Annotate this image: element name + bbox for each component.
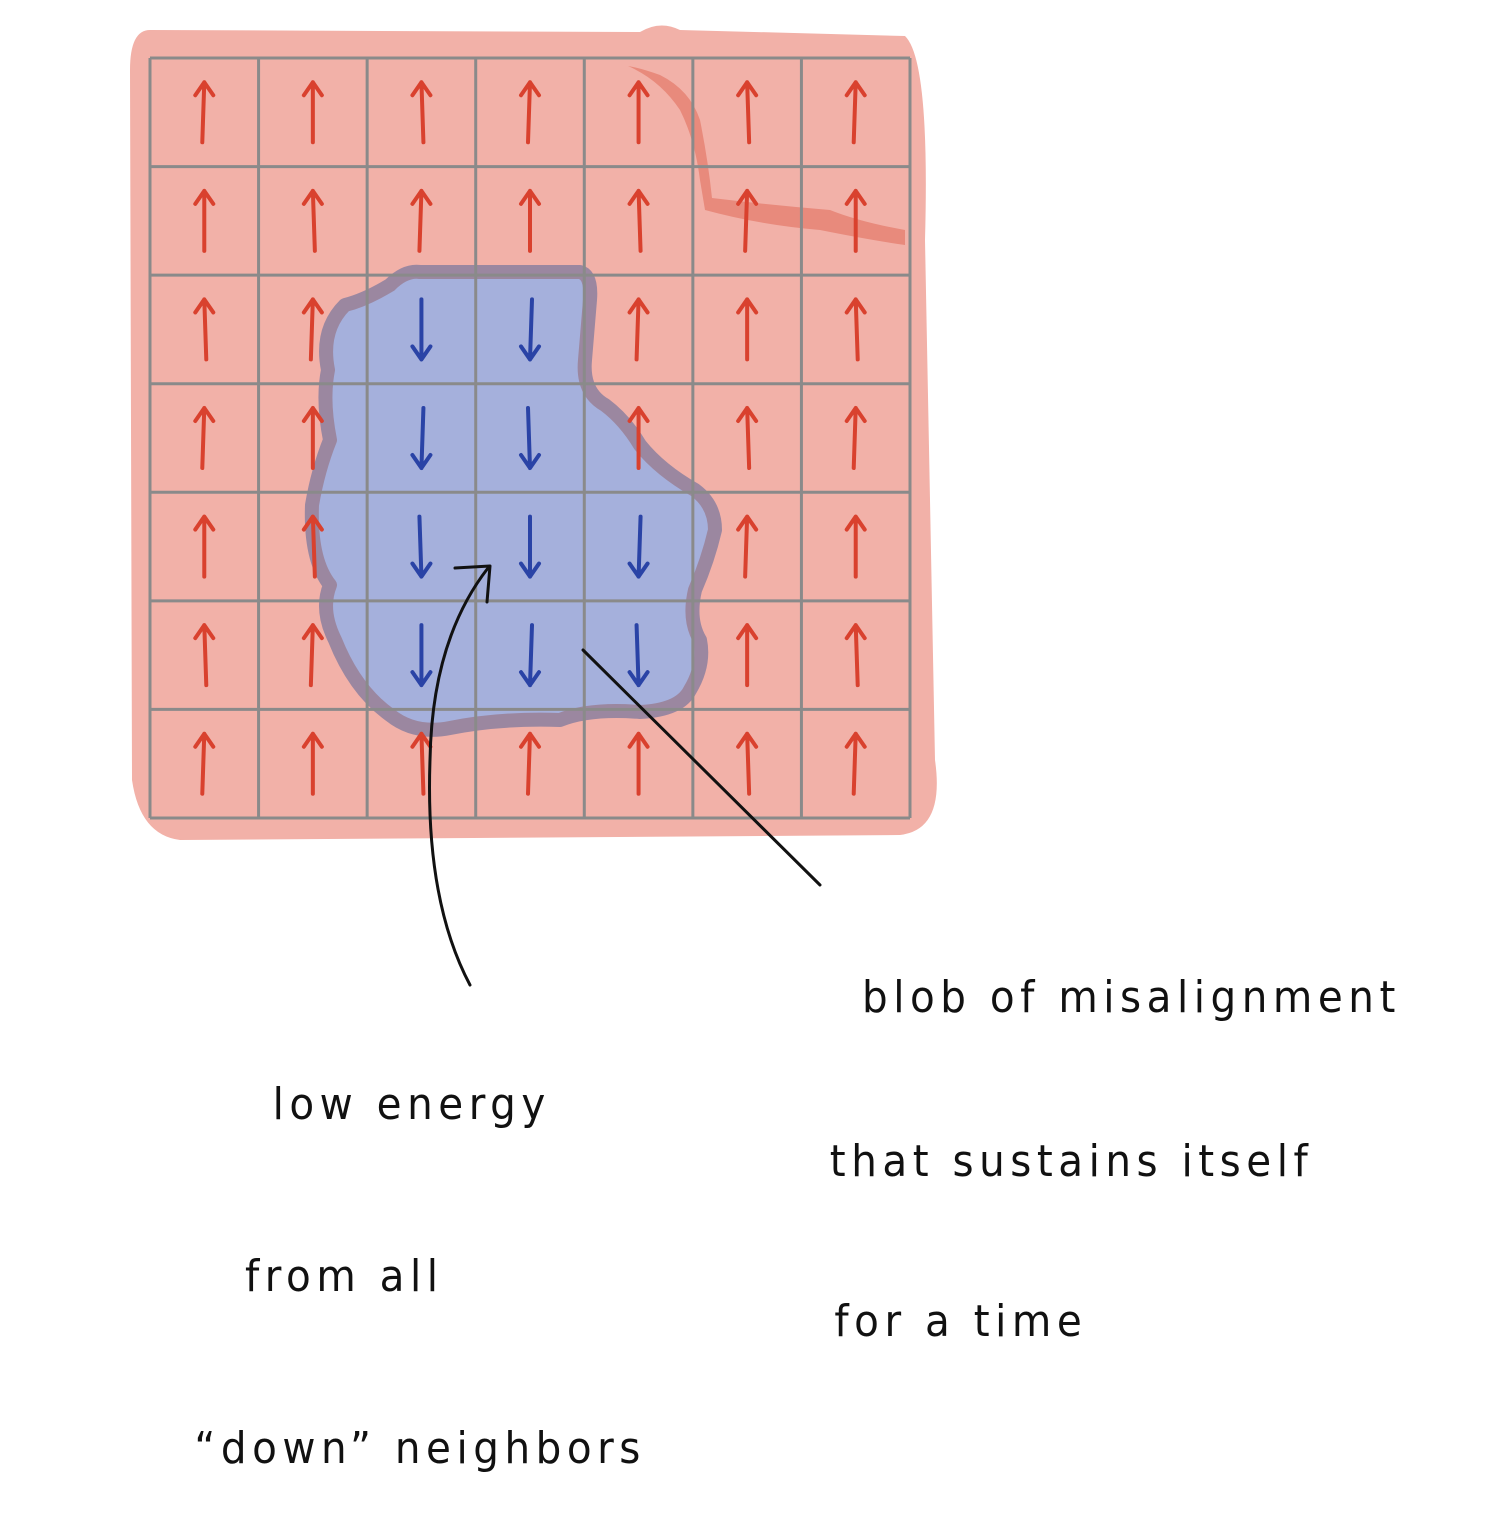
spin-up-arrow: [844, 297, 867, 362]
spin-up-arrow: [627, 406, 650, 470]
low-energy-pointer: [428, 566, 490, 987]
low-energy-pointer-head: [453, 564, 492, 604]
spin-up-arrow: [193, 731, 216, 796]
blob-line-1: blob of misalignment: [862, 972, 1401, 1023]
blob-annotation: blob of misalignment that sustains itsel…: [830, 888, 1401, 1388]
low-energy-line-1: low energy: [272, 1079, 551, 1130]
spin-down-arrow: [519, 297, 541, 362]
spin-up-arrow: [519, 188, 541, 253]
spin-up-arrow: [410, 731, 433, 796]
spin-up-arrow: [301, 731, 324, 796]
spin-down-arrow: [627, 514, 650, 579]
low-energy-annotation: low energy from all “down” neighbors: [194, 995, 646, 1515]
spin-up-arrow: [844, 623, 867, 688]
spin-up-arrow: [193, 80, 216, 145]
lattice-grid: [148, 56, 912, 820]
spin-up-arrow: [301, 80, 324, 145]
spin-up-arrow: [193, 297, 216, 362]
spin-up-arrow: [627, 80, 650, 145]
low-energy-line-3: “down” neighbors: [194, 1423, 646, 1474]
spin-up-arrow: [736, 80, 759, 145]
spin-up-arrow: [519, 80, 541, 145]
blob-pointer-line: [581, 648, 822, 887]
low-energy-line-2: from all: [245, 1251, 444, 1302]
spin-up-arrow: [301, 297, 324, 362]
spin-up-arrow: [844, 514, 867, 579]
spin-down-arrow: [410, 514, 433, 579]
spin-up-arrow: [193, 623, 216, 688]
spin-up-arrow: [410, 80, 433, 145]
spin-up-arrow: [193, 406, 216, 470]
spin-arrows: [193, 80, 867, 796]
spin-up-arrow: [736, 297, 759, 362]
spin-down-arrow: [410, 297, 433, 362]
spin-up-arrow: [301, 623, 324, 688]
spin-up-arrow: [627, 297, 650, 362]
ising-spin-diagram: [130, 25, 937, 987]
spin-up-arrow: [736, 731, 759, 796]
spin-up-arrow: [736, 188, 759, 253]
spin-up-arrow: [193, 514, 216, 579]
spin-down-arrow: [627, 623, 650, 688]
spin-up-arrow: [410, 188, 433, 253]
spin-up-arrow: [736, 514, 759, 579]
spin-down-arrow: [519, 514, 541, 579]
spin-up-arrow: [301, 406, 324, 470]
spin-down-arrow: [410, 406, 433, 470]
spin-up-arrow: [736, 406, 759, 470]
spin-down-region: [304, 264, 722, 737]
spin-up-arrow: [301, 514, 324, 579]
spin-up-arrow: [301, 188, 324, 253]
spin-up-arrow: [844, 731, 867, 796]
spin-up-arrow: [844, 188, 867, 253]
spin-up-arrow: [193, 188, 216, 253]
blob-line-3: for a time: [834, 1296, 1088, 1347]
spin-up-arrow: [627, 188, 650, 253]
spin-up-arrow: [736, 623, 759, 688]
spin-down-arrow: [410, 623, 433, 688]
blob-line-2: that sustains itself: [829, 1136, 1314, 1187]
spin-up-arrow: [519, 731, 541, 796]
spin-down-arrow: [519, 406, 541, 470]
spin-up-arrow: [844, 80, 867, 145]
corner-patch: [628, 66, 905, 245]
spin-up-arrow: [844, 406, 867, 470]
spin-up-arrow: [627, 731, 650, 796]
spin-down-arrow: [519, 623, 541, 688]
